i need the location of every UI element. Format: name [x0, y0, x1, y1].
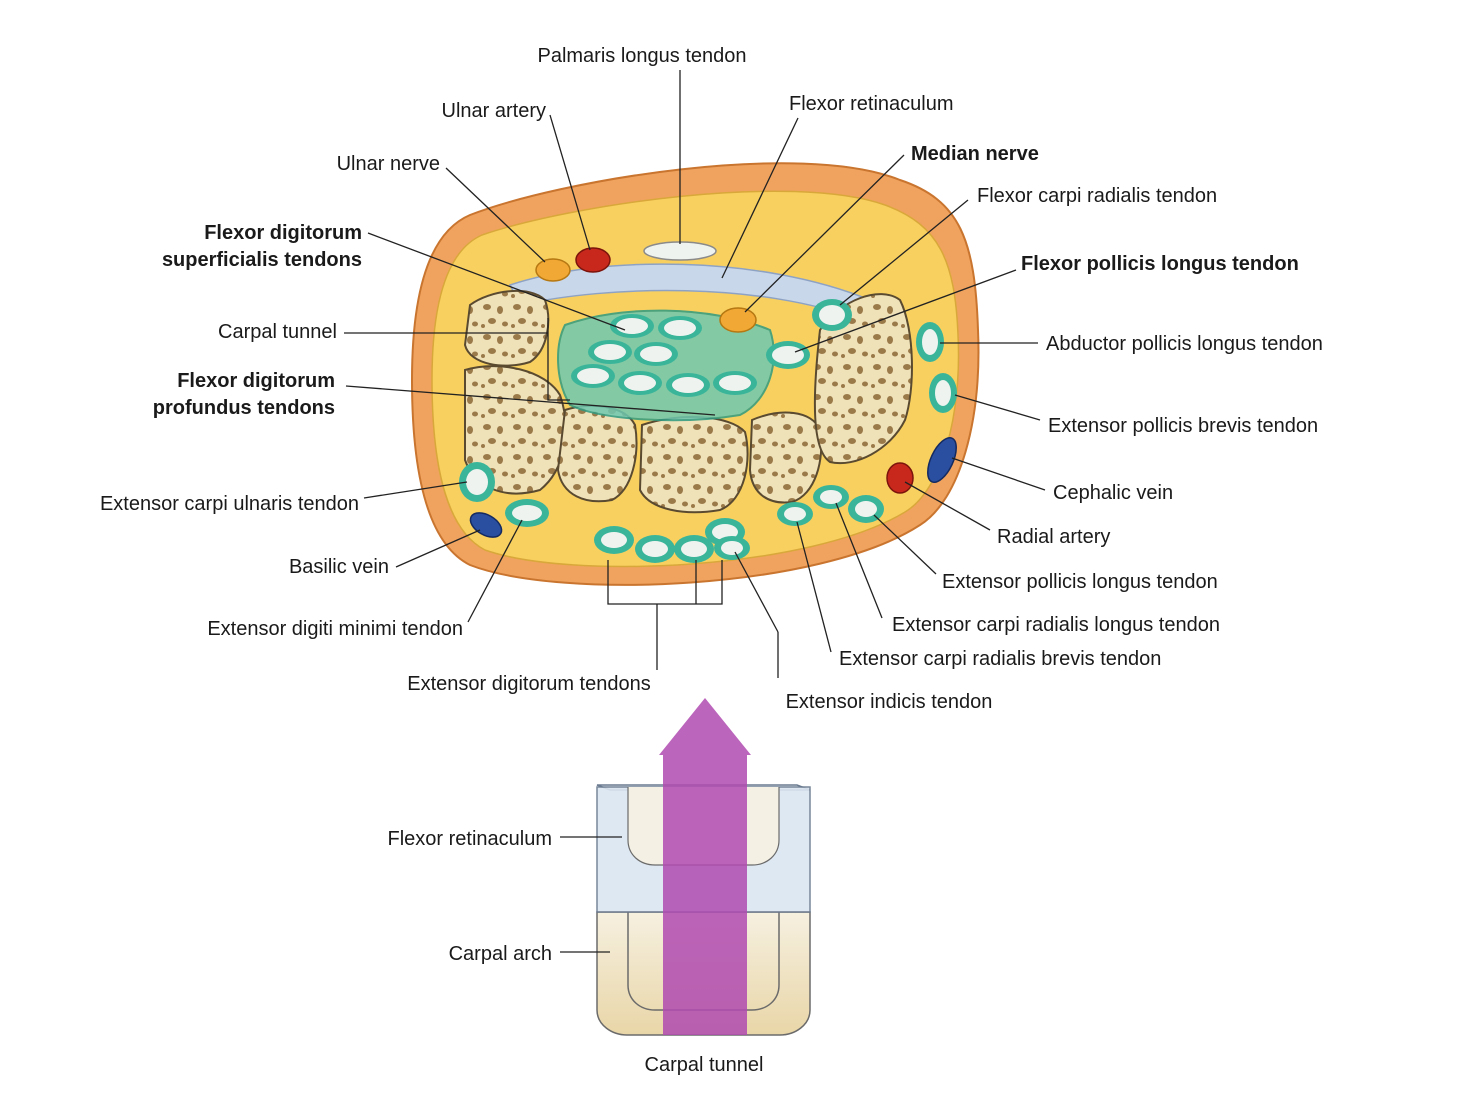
label-ulnar-artery: Ulnar artery	[442, 100, 546, 122]
label-palmaris-longus-tendon: Palmaris longus tendon	[537, 45, 746, 67]
label-cephalic-vein: Cephalic vein	[1053, 482, 1173, 504]
carpal-tunnel-region	[557, 309, 775, 422]
tendons	[459, 241, 957, 563]
fds-tendon	[610, 314, 654, 338]
edm-tendon	[505, 499, 549, 527]
cephalic-vein-shape	[927, 437, 957, 483]
label-extensor-digitorum-tendons: Extensor digitorum tendons	[407, 673, 650, 695]
extensor-digitorum-bracket	[607, 560, 723, 670]
carpal-tunnel-bracket	[547, 318, 570, 401]
schematic-labels: Flexor retinaculum Carpal arch Carpal tu…	[387, 828, 763, 1076]
label-fdp-line1: Flexor digitorum	[177, 370, 335, 392]
trapezium-bone	[813, 293, 913, 465]
fdp-tendon	[666, 373, 710, 397]
fcr-tendon	[812, 299, 852, 331]
label-carpal-tunnel: Carpal tunnel	[218, 321, 337, 343]
ed-tendon	[635, 535, 675, 563]
fds-tendon	[588, 340, 632, 364]
radial-artery-shape	[886, 462, 914, 494]
label-extensor-pollicis-longus-tendon: Extensor pollicis longus tendon	[942, 571, 1218, 593]
label-extensor-pollicis-brevis-tendon: Extensor pollicis brevis tendon	[1048, 415, 1318, 437]
carpal-tunnel-arrow	[659, 698, 751, 1035]
label-extensor-carpi-radialis-longus-tendon: Extensor carpi radialis longus tendon	[892, 614, 1220, 636]
label-fdp-line2: profundus tendons	[153, 397, 335, 419]
label-extensor-carpi-radialis-brevis-tendon: Extensor carpi radialis brevis tendon	[839, 648, 1161, 670]
label-extensor-digiti-minimi-tendon: Extensor digiti minimi tendon	[207, 618, 463, 640]
ulnar-nerve-shape	[535, 258, 571, 282]
leader-lines	[344, 70, 1046, 678]
capitate-bone	[638, 416, 749, 514]
capitate-bone-left	[556, 404, 638, 503]
ecu-tendon	[459, 462, 495, 502]
label-radial-artery: Radial artery	[997, 526, 1110, 548]
label-extensor-indicis-tendon: Extensor indicis tendon	[786, 691, 993, 713]
label-basilic-vein: Basilic vein	[289, 556, 389, 578]
fds-tendon	[658, 316, 702, 340]
label-fds-line2: superficialis tendons	[162, 249, 362, 271]
fds-tendon	[634, 342, 678, 366]
carpal-tunnel-schematic	[560, 698, 811, 1036]
label-schematic-carpal-arch: Carpal arch	[449, 943, 552, 965]
label-schematic-flexor-retinaculum: Flexor retinaculum	[387, 828, 552, 850]
label-flexor-retinaculum: Flexor retinaculum	[789, 93, 954, 115]
label-abductor-pollicis-longus-tendon: Abductor pollicis longus tendon	[1046, 333, 1323, 355]
ecrl-tendon	[813, 485, 849, 509]
cross-section-labels: Palmaris longus tendon Ulnar artery Flex…	[100, 45, 1323, 713]
ed-tendon	[594, 526, 634, 554]
trapezoid-bone	[748, 411, 823, 504]
label-flexor-carpi-radialis-tendon: Flexor carpi radialis tendon	[977, 185, 1217, 207]
ed-tendon	[674, 535, 714, 563]
palmaris-longus-tendon-shape	[643, 241, 717, 261]
label-flexor-pollicis-longus-tendon: Flexor pollicis longus tendon	[1021, 253, 1299, 275]
label-ulnar-nerve: Ulnar nerve	[337, 153, 440, 175]
label-extensor-carpi-ulnaris-tendon: Extensor carpi ulnaris tendon	[100, 493, 359, 515]
apl-tendon	[916, 322, 944, 362]
label-median-nerve: Median nerve	[911, 143, 1039, 165]
fdp-tendon	[571, 364, 615, 388]
carpal-bones	[463, 289, 913, 514]
ulnar-artery-shape	[575, 247, 611, 273]
label-schematic-carpal-tunnel: Carpal tunnel	[645, 1054, 764, 1076]
fdp-tendon	[713, 371, 757, 395]
pisiform-bone	[463, 289, 550, 367]
wrist-cross-section	[410, 162, 980, 670]
label-fds-line1: Flexor digitorum	[204, 222, 362, 244]
ecrb-tendon	[777, 502, 813, 526]
ei-tendon	[714, 536, 750, 560]
epb-tendon	[929, 373, 957, 413]
fpl-tendon	[766, 341, 810, 369]
median-nerve-shape	[719, 307, 757, 333]
fdp-tendon	[618, 371, 662, 395]
